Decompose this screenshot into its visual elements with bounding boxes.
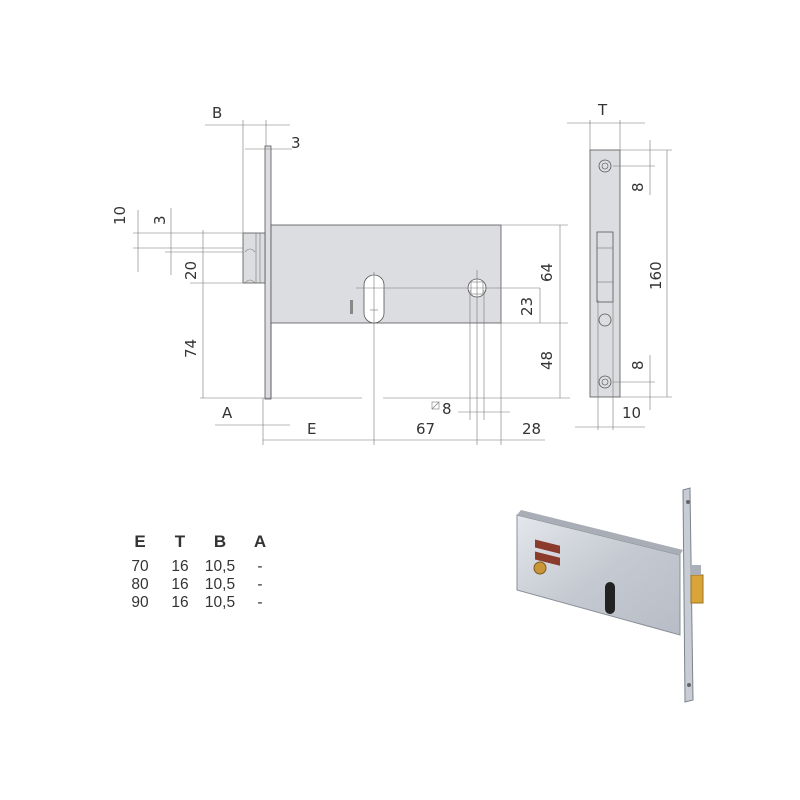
spec-table: E T B A 70 16 10,5 - 80 16 10,5 - 90 16 …: [120, 532, 280, 612]
lock-product-photo: [516, 487, 704, 703]
cell: 10,5: [204, 594, 236, 611]
label-bottom-screw: 8: [629, 360, 647, 370]
label-A: A: [222, 404, 233, 422]
cell: 16: [171, 576, 189, 593]
label-case-height: 64: [538, 263, 556, 282]
cell: 16: [171, 594, 189, 611]
cell: 90: [131, 594, 149, 611]
label-cylinder-offset: 23: [518, 297, 536, 316]
table-row: 80 16 10,5 -: [120, 576, 280, 594]
label-lower-height: 48: [538, 351, 556, 370]
label-faceplate-width: 10: [622, 404, 641, 422]
cylinder-slot: [363, 272, 385, 445]
side-view: T 8 160 8 10: [567, 101, 672, 430]
label-E: E: [307, 420, 316, 438]
table-row: 90 16 10,5 -: [120, 594, 280, 612]
cell: 80: [131, 576, 149, 593]
header-A: A: [253, 532, 267, 551]
label-faceplate-thickness: 3: [291, 134, 301, 152]
label-square-spindle: 8: [442, 400, 452, 418]
faceplate-side: [589, 149, 621, 398]
faceplate: [264, 145, 272, 400]
cell: -: [257, 576, 263, 593]
cell: 10,5: [204, 558, 236, 575]
label-B: B: [212, 104, 222, 122]
bolt: [242, 232, 266, 284]
label-bolt-to-bottom: 74: [182, 339, 200, 358]
label-bolt-height: 20: [182, 261, 200, 280]
lock-case: [270, 224, 502, 324]
label-case-right: 28: [522, 420, 541, 438]
header-E: E: [134, 532, 146, 551]
header-T: T: [174, 532, 186, 551]
cell: -: [257, 594, 263, 611]
front-view: B 3 10 3 20 74 A E 67 28 8 64 23 48: [111, 104, 570, 445]
cell: 10,5: [204, 576, 236, 593]
cell: 16: [171, 558, 189, 575]
table-row: 70 16 10,5 -: [120, 558, 280, 576]
label-bolt-gap: 3: [151, 215, 169, 225]
label-bolt-top-offset: 10: [111, 206, 129, 225]
label-T: T: [597, 101, 608, 119]
cell: 70: [131, 558, 149, 575]
cell: -: [257, 558, 263, 575]
label-faceplate-length: 160: [647, 261, 665, 290]
label-top-screw: 8: [629, 182, 647, 192]
label-center-distance: 67: [416, 420, 435, 438]
header-B: B: [213, 532, 227, 551]
